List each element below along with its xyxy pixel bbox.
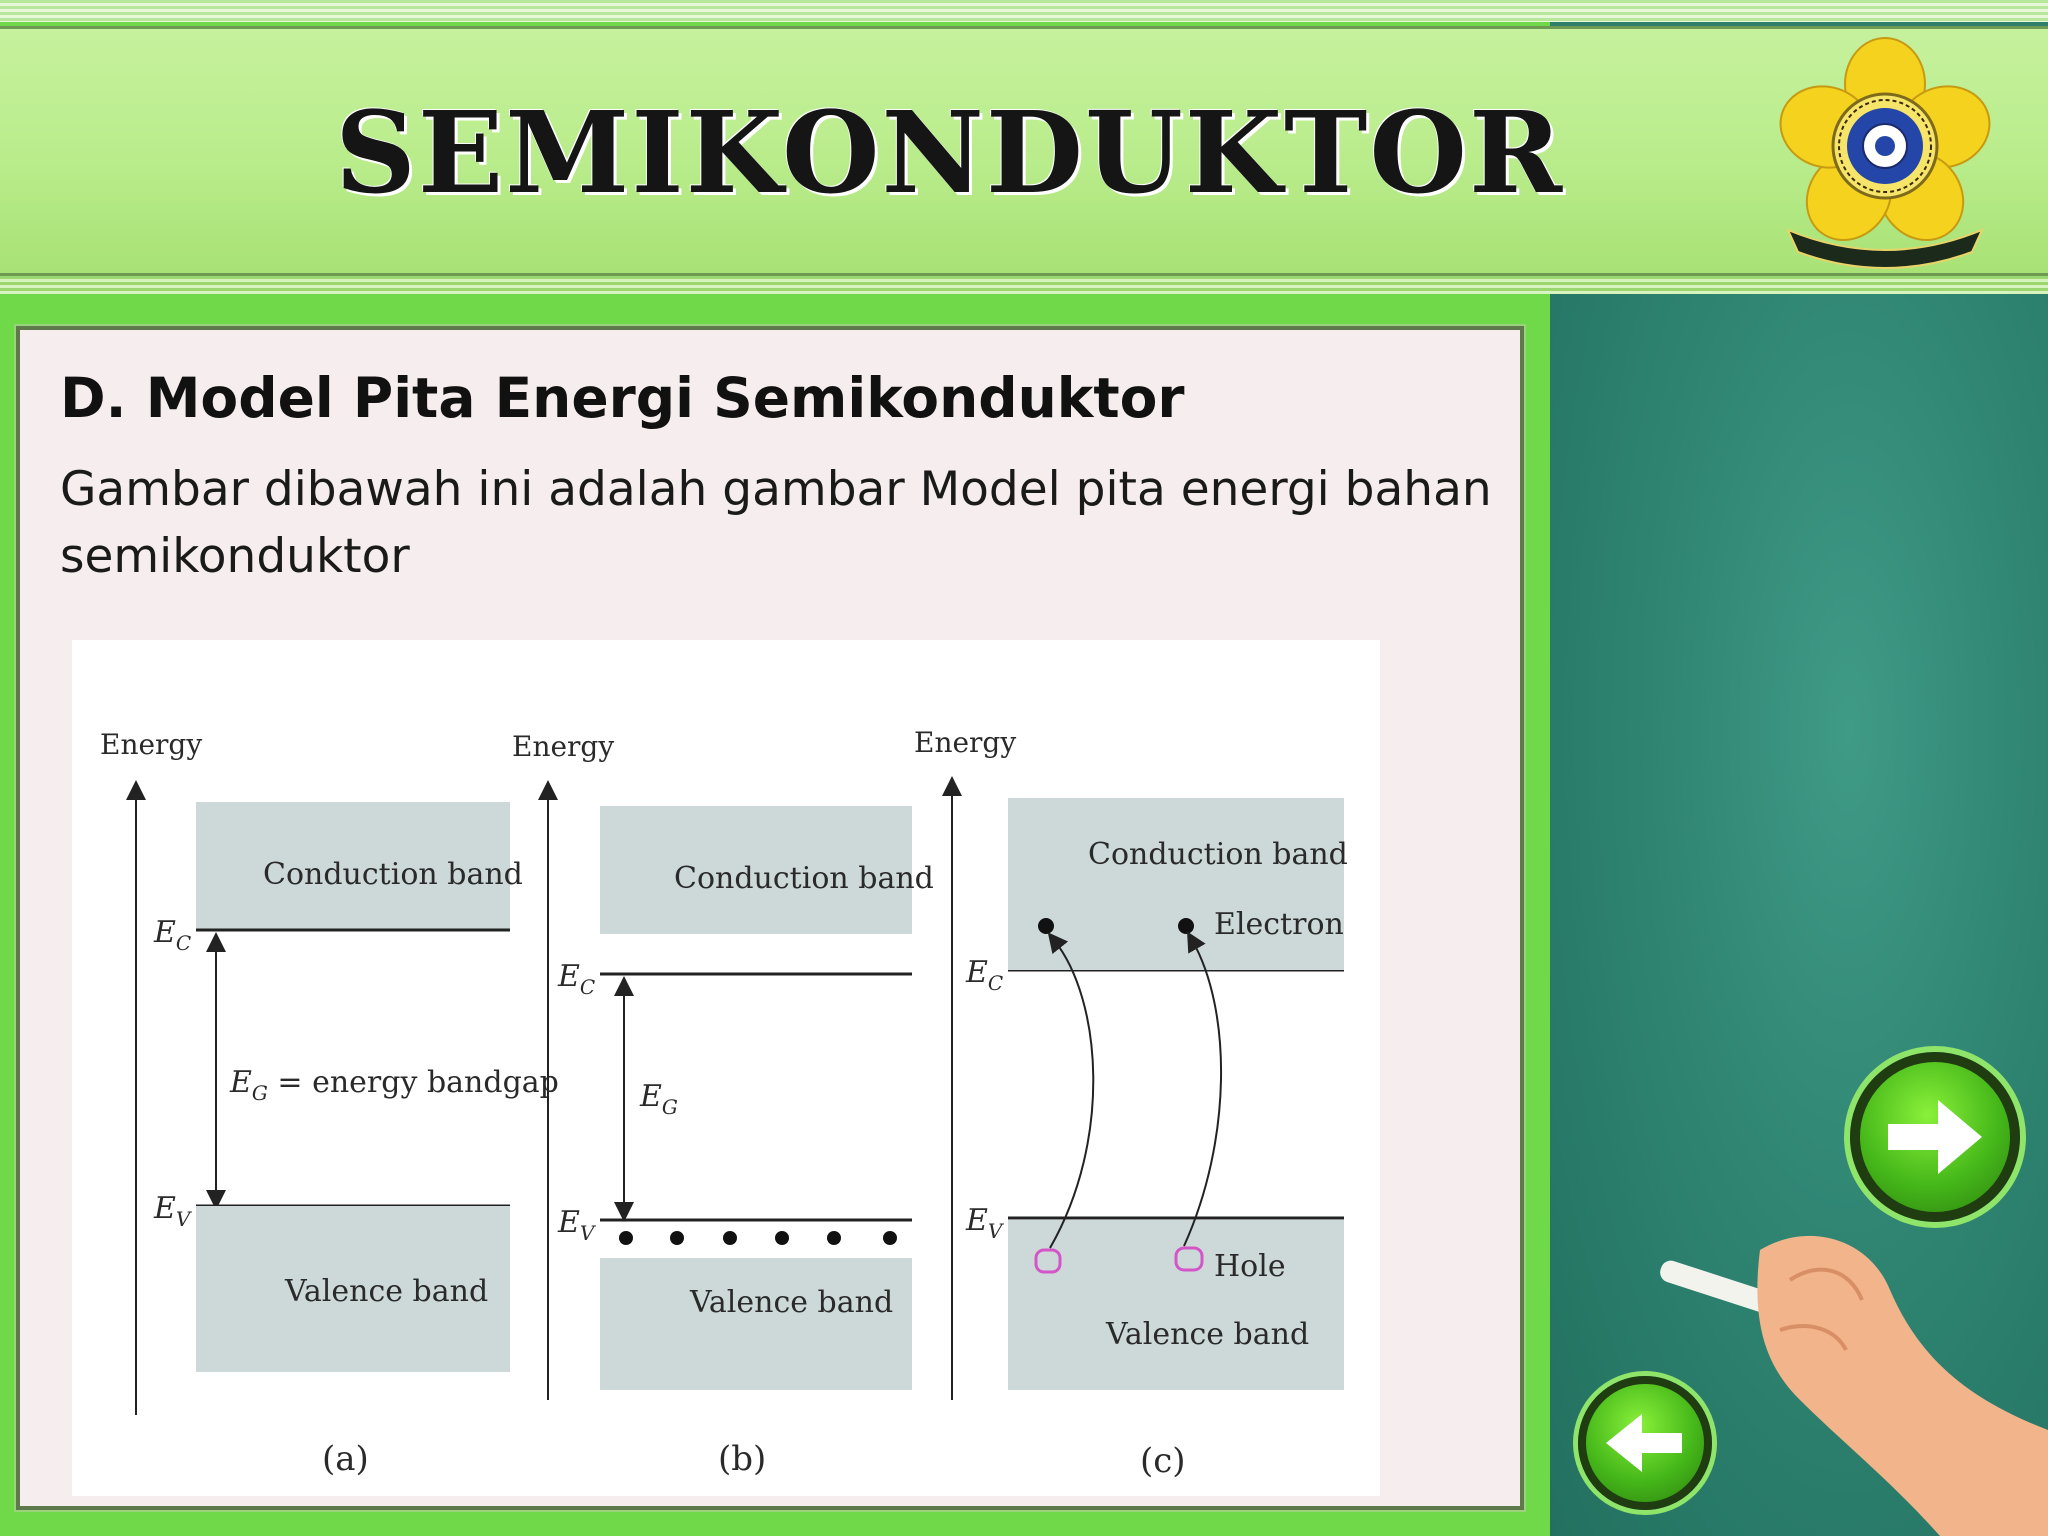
conduction-band-label: Conduction band bbox=[263, 857, 523, 892]
electron-dot bbox=[1038, 918, 1054, 934]
energy-axis-label: Energy bbox=[512, 730, 614, 763]
valence-band bbox=[196, 1206, 510, 1372]
valence-band-label: Valence band bbox=[689, 1285, 893, 1320]
section-heading: D. Model Pita Energi Semikonduktor bbox=[60, 366, 1185, 430]
band-diagram-figure: Energy Conduction band EC EG = energy ba… bbox=[72, 640, 1380, 1496]
caption-a: (a) bbox=[322, 1439, 369, 1479]
ec-label: EC bbox=[557, 959, 595, 999]
body-text: Gambar dibawah ini adalah gambar Model p… bbox=[60, 462, 1492, 584]
panel-a: Energy Conduction band EC EG = energy ba… bbox=[100, 728, 559, 1479]
arrow-left-icon bbox=[1606, 1414, 1682, 1472]
arrow-right-icon bbox=[1888, 1100, 1982, 1174]
ev-label: EV bbox=[965, 1203, 1005, 1243]
header-divider bbox=[0, 276, 2048, 294]
conduction-band bbox=[1008, 798, 1344, 930]
conduction-band bbox=[600, 806, 912, 934]
hole-label: Hole bbox=[1214, 1249, 1286, 1284]
electron-dot bbox=[1178, 918, 1194, 934]
conduction-band bbox=[196, 802, 510, 930]
bandgap-label: EG bbox=[639, 1079, 678, 1119]
header-bar bbox=[0, 26, 2048, 276]
valence-band-label: Valence band bbox=[284, 1274, 488, 1309]
excitation-arrow bbox=[1047, 932, 1095, 1249]
bandgap-label: EG = energy bandgap bbox=[229, 1065, 559, 1105]
ev-label: EV bbox=[557, 1205, 597, 1245]
valence-band bbox=[600, 1258, 912, 1390]
ev-label: EV bbox=[153, 1191, 193, 1231]
energy-axis-label: Energy bbox=[100, 728, 202, 761]
panel-b: Energy Conduction band EC EG EV Valence … bbox=[512, 730, 934, 1479]
header-stripes bbox=[0, 0, 2048, 22]
hole-marker bbox=[1174, 1246, 1204, 1272]
previous-slide-button[interactable] bbox=[1578, 1376, 1712, 1510]
next-slide-button[interactable] bbox=[1850, 1052, 2020, 1222]
caption-c: (c) bbox=[1140, 1441, 1186, 1481]
caption-b: (b) bbox=[718, 1439, 766, 1479]
conduction-band-label: Conduction band bbox=[674, 861, 934, 896]
valence-band bbox=[1008, 1220, 1344, 1390]
slide-title: SEMIKONDUKTOR bbox=[335, 88, 1565, 219]
hole-marker bbox=[1034, 1248, 1062, 1274]
university-emblem-icon bbox=[1779, 37, 1991, 269]
panel-c: Energy Conduction band Electron EC EV Va… bbox=[914, 726, 1348, 1481]
conduction-band-gap bbox=[606, 936, 908, 958]
valence-band-label: Valence band bbox=[1105, 1317, 1309, 1352]
electron-dots bbox=[619, 1231, 897, 1245]
excitation-arrow bbox=[1183, 931, 1223, 1247]
electron-label: Electron bbox=[1214, 907, 1344, 942]
ec-label: EC bbox=[965, 955, 1003, 995]
hand-with-chalk-illustration bbox=[1660, 1235, 2048, 1536]
ec-label: EC bbox=[153, 915, 191, 955]
energy-axis-label: Energy bbox=[914, 726, 1016, 759]
conduction-band-label: Conduction band bbox=[1088, 837, 1348, 872]
